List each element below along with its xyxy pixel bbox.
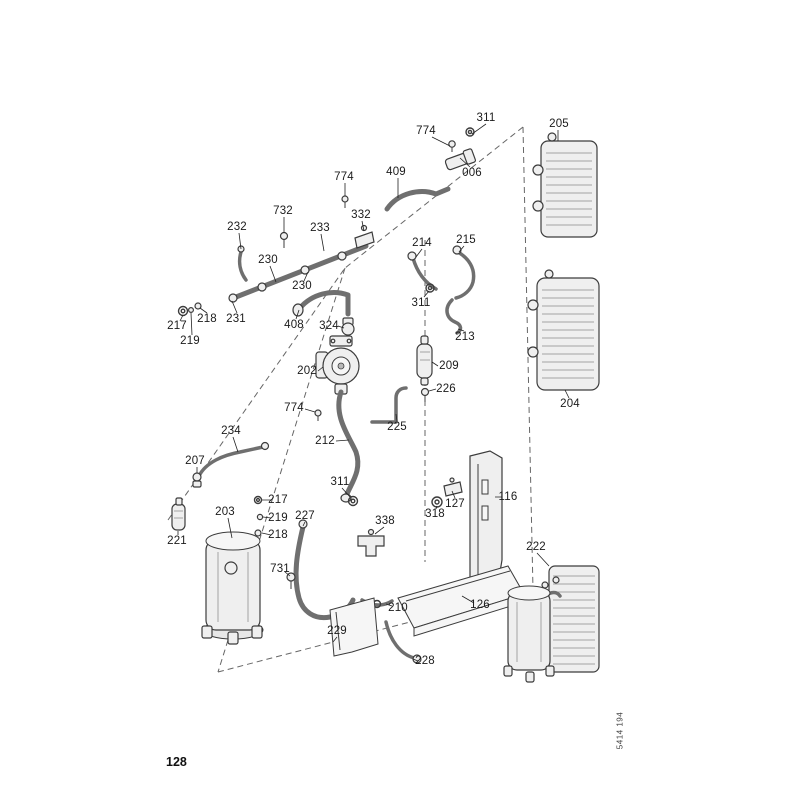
part-label-221: 221	[167, 535, 187, 547]
part-label-217: 217	[268, 494, 288, 506]
part-label-127: 127	[445, 498, 465, 510]
hose-228	[384, 620, 422, 664]
part-label-202: 202	[297, 365, 317, 377]
pipe-215	[452, 245, 476, 300]
part-label-203: 203	[215, 506, 235, 518]
heat-exchanger-205	[532, 132, 598, 238]
clamp-127	[443, 477, 463, 497]
bolt-731	[286, 572, 296, 589]
o-ring-311-top	[465, 127, 475, 137]
part-label-229: 229	[327, 625, 347, 637]
fitting-324	[341, 317, 355, 336]
part-label-408: 408	[284, 319, 304, 331]
fitting-226	[420, 387, 430, 402]
part-label-318: 318	[425, 508, 445, 520]
part-label-226: 226	[436, 383, 456, 395]
grommet-217-left	[253, 495, 263, 505]
sight-glass-221	[171, 497, 186, 531]
compressor-203	[201, 531, 264, 645]
document-code: 5414 194	[615, 711, 625, 750]
union-fitting-006	[444, 148, 477, 171]
part-label-311: 311	[411, 297, 431, 309]
screw-218-left	[254, 529, 262, 537]
part-label-205: 205	[549, 118, 569, 130]
part-label-230: 230	[258, 254, 278, 266]
pump-202	[315, 335, 360, 395]
part-label-774: 774	[334, 171, 354, 183]
part-label-332: 332	[351, 209, 371, 221]
part-label-116: 116	[498, 491, 518, 503]
part-label-732: 732	[273, 205, 293, 217]
pipe-234	[197, 441, 270, 478]
screw-774-middle	[314, 409, 322, 421]
bracket-338	[357, 528, 385, 557]
pipe-409	[384, 186, 451, 212]
part-label-213: 213	[455, 331, 475, 343]
o-ring-311-middle	[425, 283, 435, 293]
part-label-311: 311	[476, 112, 496, 124]
pipe-212	[336, 389, 361, 503]
part-label-219: 219	[268, 512, 288, 524]
part-label-234: 234	[221, 425, 241, 437]
heat-exchanger-204	[527, 269, 600, 391]
washer-219-top	[188, 307, 195, 314]
part-label-228: 228	[415, 655, 435, 667]
pipe-408	[292, 290, 351, 317]
part-label-338: 338	[375, 515, 395, 527]
part-label-126: 126	[470, 599, 490, 611]
part-label-209: 209	[439, 360, 459, 372]
fitting-207	[192, 472, 202, 488]
part-label-233: 233	[310, 222, 330, 234]
part-label-225: 225	[387, 421, 407, 433]
pipe-214	[407, 251, 438, 291]
washer-219-left	[256, 513, 264, 521]
part-label-311: 311	[330, 476, 350, 488]
part-label-774: 774	[416, 125, 436, 137]
part-label-217: 217	[167, 320, 187, 332]
part-label-219: 219	[180, 335, 200, 347]
part-label-218: 218	[197, 313, 217, 325]
part-label-731: 731	[270, 563, 290, 575]
part-label-409: 409	[386, 166, 406, 178]
panel-229	[329, 597, 379, 657]
part-label-232: 232	[227, 221, 247, 233]
part-label-222: 222	[526, 541, 546, 553]
compressor-assembly-222	[503, 565, 600, 683]
part-label-204: 204	[560, 398, 580, 410]
pipe-225	[370, 386, 408, 424]
part-label-006: 006	[462, 167, 482, 179]
filter-drier-209	[416, 335, 433, 386]
part-label-774: 774	[284, 402, 304, 414]
part-label-210: 210	[388, 602, 408, 614]
screw-218-top	[194, 302, 202, 310]
base-plate-126	[397, 565, 525, 637]
part-label-218: 218	[268, 529, 288, 541]
part-label-214: 214	[412, 237, 432, 249]
screw-774-top	[448, 140, 456, 152]
o-ring-311-lower	[347, 495, 359, 507]
part-label-215: 215	[456, 234, 476, 246]
part-label-212: 212	[315, 435, 335, 447]
part-label-230: 230	[292, 280, 312, 292]
part-label-231: 231	[226, 313, 246, 325]
part-label-207: 207	[185, 455, 205, 467]
pipe-230	[228, 243, 369, 303]
part-label-227: 227	[295, 510, 315, 522]
page-number: 128	[166, 755, 187, 769]
part-label-324: 324	[319, 320, 339, 332]
leader-lines	[177, 123, 570, 662]
